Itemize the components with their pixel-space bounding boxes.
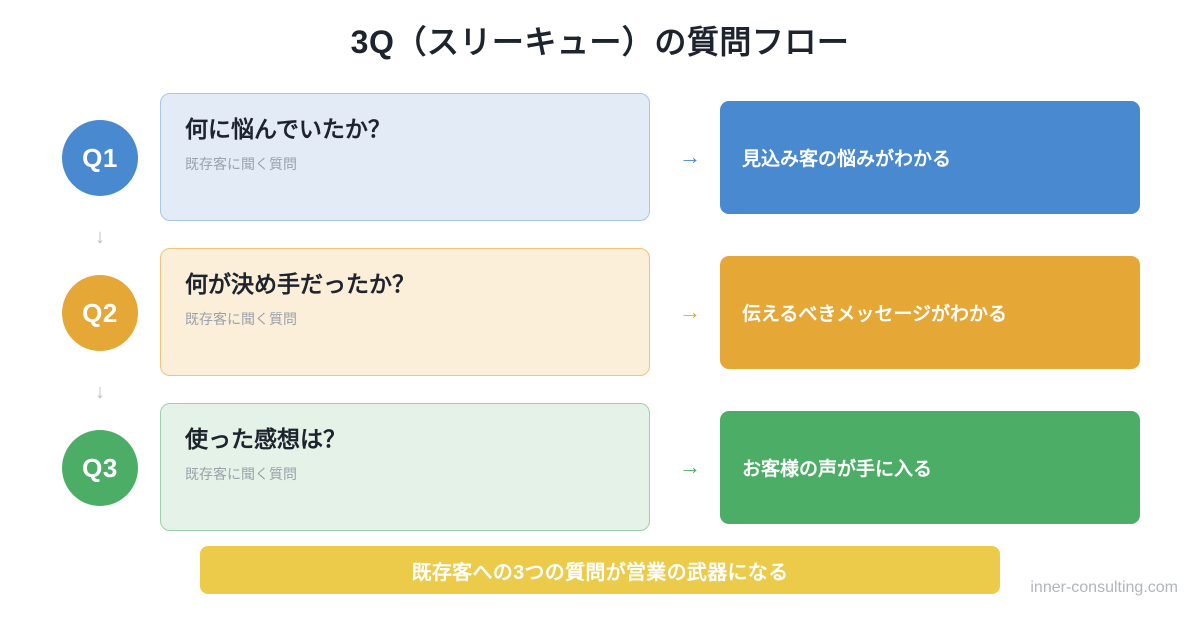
question-card-q1[interactable]: 何に悩んでいたか？ 既存客に聞く質問 [160, 93, 650, 221]
badge-q2-label: Q2 [82, 297, 118, 328]
badge-q2: Q2 [62, 275, 138, 351]
question-card-q3-subtitle: 既存客に聞く質問 [185, 465, 297, 482]
result-box-q2[interactable]: 伝えるべきメッセージがわかる [720, 256, 1140, 369]
summary-banner: 既存客への3つの質問が営業の武器になる [200, 546, 1000, 594]
question-flow: Q1 何に悩んでいたか？ 既存客に聞く質問 → 見込み客の悩みがわかる Q2 何… [0, 93, 1200, 558]
flow-row-q3: Q3 使った感想は？ 既存客に聞く質問 → お客様の声が手に入る [0, 403, 1200, 533]
flow-row-q1: Q1 何に悩んでいたか？ 既存客に聞く質問 → 見込み客の悩みがわかる [0, 93, 1200, 223]
result-box-q3[interactable]: お客様の声が手に入る [720, 411, 1140, 524]
question-card-q3-title: 使った感想は？ [185, 426, 346, 452]
badge-q1: Q1 [62, 120, 138, 196]
question-card-q2[interactable]: 何が決め手だったか？ 既存客に聞く質問 [160, 248, 650, 376]
result-box-q1-label: 見込み客の悩みがわかる [742, 149, 952, 170]
badge-q3-label: Q3 [82, 452, 118, 483]
question-card-q2-title: 何が決め手だったか？ [185, 271, 415, 297]
question-card-q1-subtitle: 既存客に聞く質問 [185, 155, 297, 172]
arrow-down-icon-q2-q3: ↓ [95, 381, 105, 403]
question-card-q3[interactable]: 使った感想は？ 既存客に聞く質問 [160, 403, 650, 531]
result-box-q3-label: お客様の声が手に入る [742, 459, 933, 480]
site-watermark: inner-consulting.com [1030, 579, 1178, 596]
badge-q1-label: Q1 [82, 142, 118, 173]
result-box-q2-label: 伝えるべきメッセージがわかる [742, 304, 1008, 325]
badge-q3: Q3 [62, 430, 138, 506]
result-box-q1[interactable]: 見込み客の悩みがわかる [720, 101, 1140, 214]
arrow-right-icon-q2: → [679, 299, 701, 324]
arrow-right-icon-q1: → [679, 144, 701, 169]
arrow-right-icon-q3: → [679, 454, 701, 479]
question-card-q1-title: 何に悩んでいたか？ [185, 116, 391, 142]
flow-row-q2: Q2 何が決め手だったか？ 既存客に聞く質問 → 伝えるべきメッセージがわかる [0, 248, 1200, 378]
summary-banner-label: 既存客への3つの質問が営業の武器になる [411, 561, 789, 584]
page-title: 3Q（スリーキュー）の質問フロー [350, 24, 850, 60]
question-card-q2-subtitle: 既存客に聞く質問 [185, 310, 297, 327]
arrow-down-icon-q1-q2: ↓ [95, 226, 105, 248]
